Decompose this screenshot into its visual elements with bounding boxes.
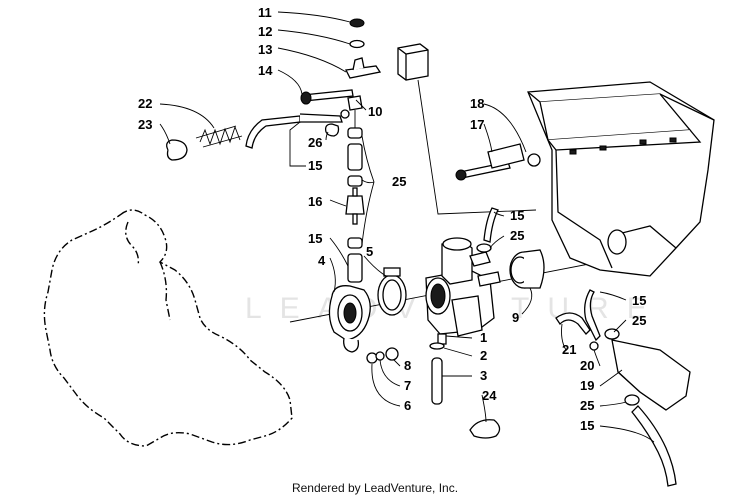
callout-26: 26 <box>308 135 322 150</box>
callout-20: 20 <box>580 358 594 373</box>
callout-11: 11 <box>258 5 272 20</box>
callout-25c: 25 <box>632 313 646 328</box>
intake-flange <box>328 285 371 353</box>
callout-1: 1 <box>480 330 487 345</box>
callout-15c: 15 <box>510 208 524 223</box>
hose-stack <box>345 110 365 283</box>
callout-9: 9 <box>512 310 519 325</box>
callout-7: 7 <box>404 378 411 393</box>
callout-13: 13 <box>258 42 272 57</box>
callout-15b: 15 <box>308 231 322 246</box>
bracket-parts <box>455 143 541 181</box>
callout-3: 3 <box>480 368 487 383</box>
callout-23: 23 <box>138 117 152 132</box>
spring-part <box>166 125 243 161</box>
hose-upper-right <box>476 207 499 253</box>
airbox <box>527 81 715 277</box>
callout-17: 17 <box>470 117 484 132</box>
callout-19: 19 <box>580 378 594 393</box>
callout-15e: 15 <box>580 418 594 433</box>
callout-4: 4 <box>318 253 326 268</box>
drain-parts <box>429 342 445 405</box>
sensor-box <box>397 43 537 215</box>
callout-12: 12 <box>258 24 272 39</box>
pump-assembly <box>555 289 691 487</box>
callout-6: 6 <box>404 398 411 413</box>
engine-inner-outline <box>125 221 140 267</box>
callout-22: 22 <box>138 96 152 111</box>
callout-10: 10 <box>368 104 382 119</box>
callout-5: 5 <box>366 244 373 259</box>
callout-15d: 15 <box>632 293 646 308</box>
callout-2: 2 <box>480 348 487 363</box>
clip-part <box>469 419 501 439</box>
clamp-part <box>377 267 407 316</box>
callout-21: 21 <box>562 342 576 357</box>
callout-25d: 25 <box>580 398 594 413</box>
air-boot <box>509 249 545 289</box>
washer-parts <box>366 347 399 364</box>
leader-lines <box>159 11 655 443</box>
callout-14: 14 <box>258 63 273 78</box>
callout-15: 15 <box>308 158 322 173</box>
callout-25: 25 <box>392 174 406 189</box>
carburetor <box>425 237 501 345</box>
engine-side-outline <box>159 261 171 321</box>
linkage-assembly <box>300 18 382 119</box>
credit-text: Rendered by LeadVenture, Inc. <box>291 481 459 495</box>
callout-16: 16 <box>308 194 322 209</box>
callout-8: 8 <box>404 358 411 373</box>
callout-25b: 25 <box>510 228 524 243</box>
engine-outline <box>43 209 293 447</box>
hose-upper-left <box>245 113 343 149</box>
callout-24: 24 <box>482 388 497 403</box>
callouts: 11 12 13 14 10 22 23 26 15 25 16 15 5 4 … <box>138 5 646 433</box>
callout-18: 18 <box>470 96 484 111</box>
